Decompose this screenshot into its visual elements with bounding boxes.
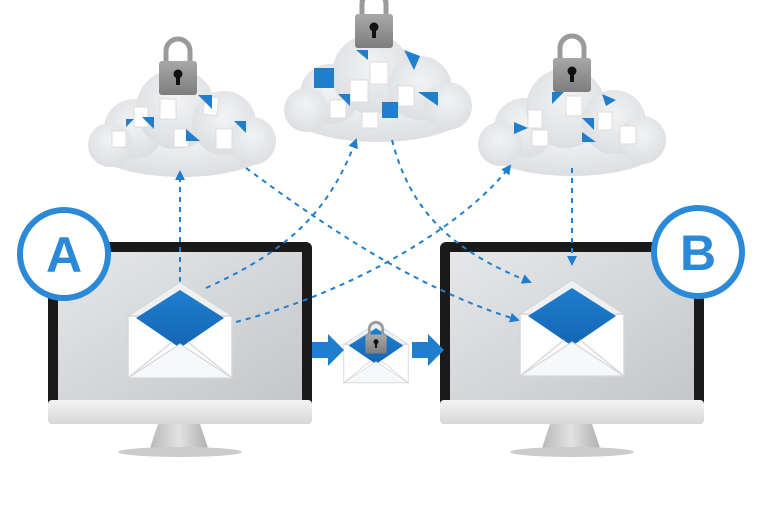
receiver-monitor-chin [440, 400, 704, 424]
cloud-left [88, 39, 276, 177]
sender-monitor-stand [150, 424, 208, 448]
receiver-badge-label: B [680, 225, 716, 281]
cloud-center [284, 0, 472, 142]
arrow-a-to-transfer [312, 334, 344, 366]
encrypted-fragments [314, 50, 438, 129]
receiver-monitor-stand [542, 424, 600, 448]
arrow-a-to-cloud-center [205, 138, 358, 289]
dashed-arrows [175, 138, 577, 323]
arrow-transfer-to-b [412, 334, 444, 366]
encrypted-fragments [111, 95, 246, 150]
sender-badge-label: A [46, 227, 82, 283]
arrow-a-to-cloud-right [235, 164, 512, 323]
encrypted-fragments [514, 92, 637, 147]
cloud-right-lock-icon [553, 36, 591, 92]
sender-monitor-chin [48, 400, 312, 424]
cloud-right [478, 36, 666, 176]
cloud-left-lock-icon [159, 39, 197, 95]
sender-badge: A [17, 207, 111, 301]
arrow-cloud-left-to-b [245, 167, 520, 323]
cloud-center-lock-icon [355, 0, 393, 48]
direct-transfer-arrows [312, 334, 444, 366]
receiver-badge: B [651, 205, 745, 299]
transfer-envelope-icon [343, 320, 409, 384]
